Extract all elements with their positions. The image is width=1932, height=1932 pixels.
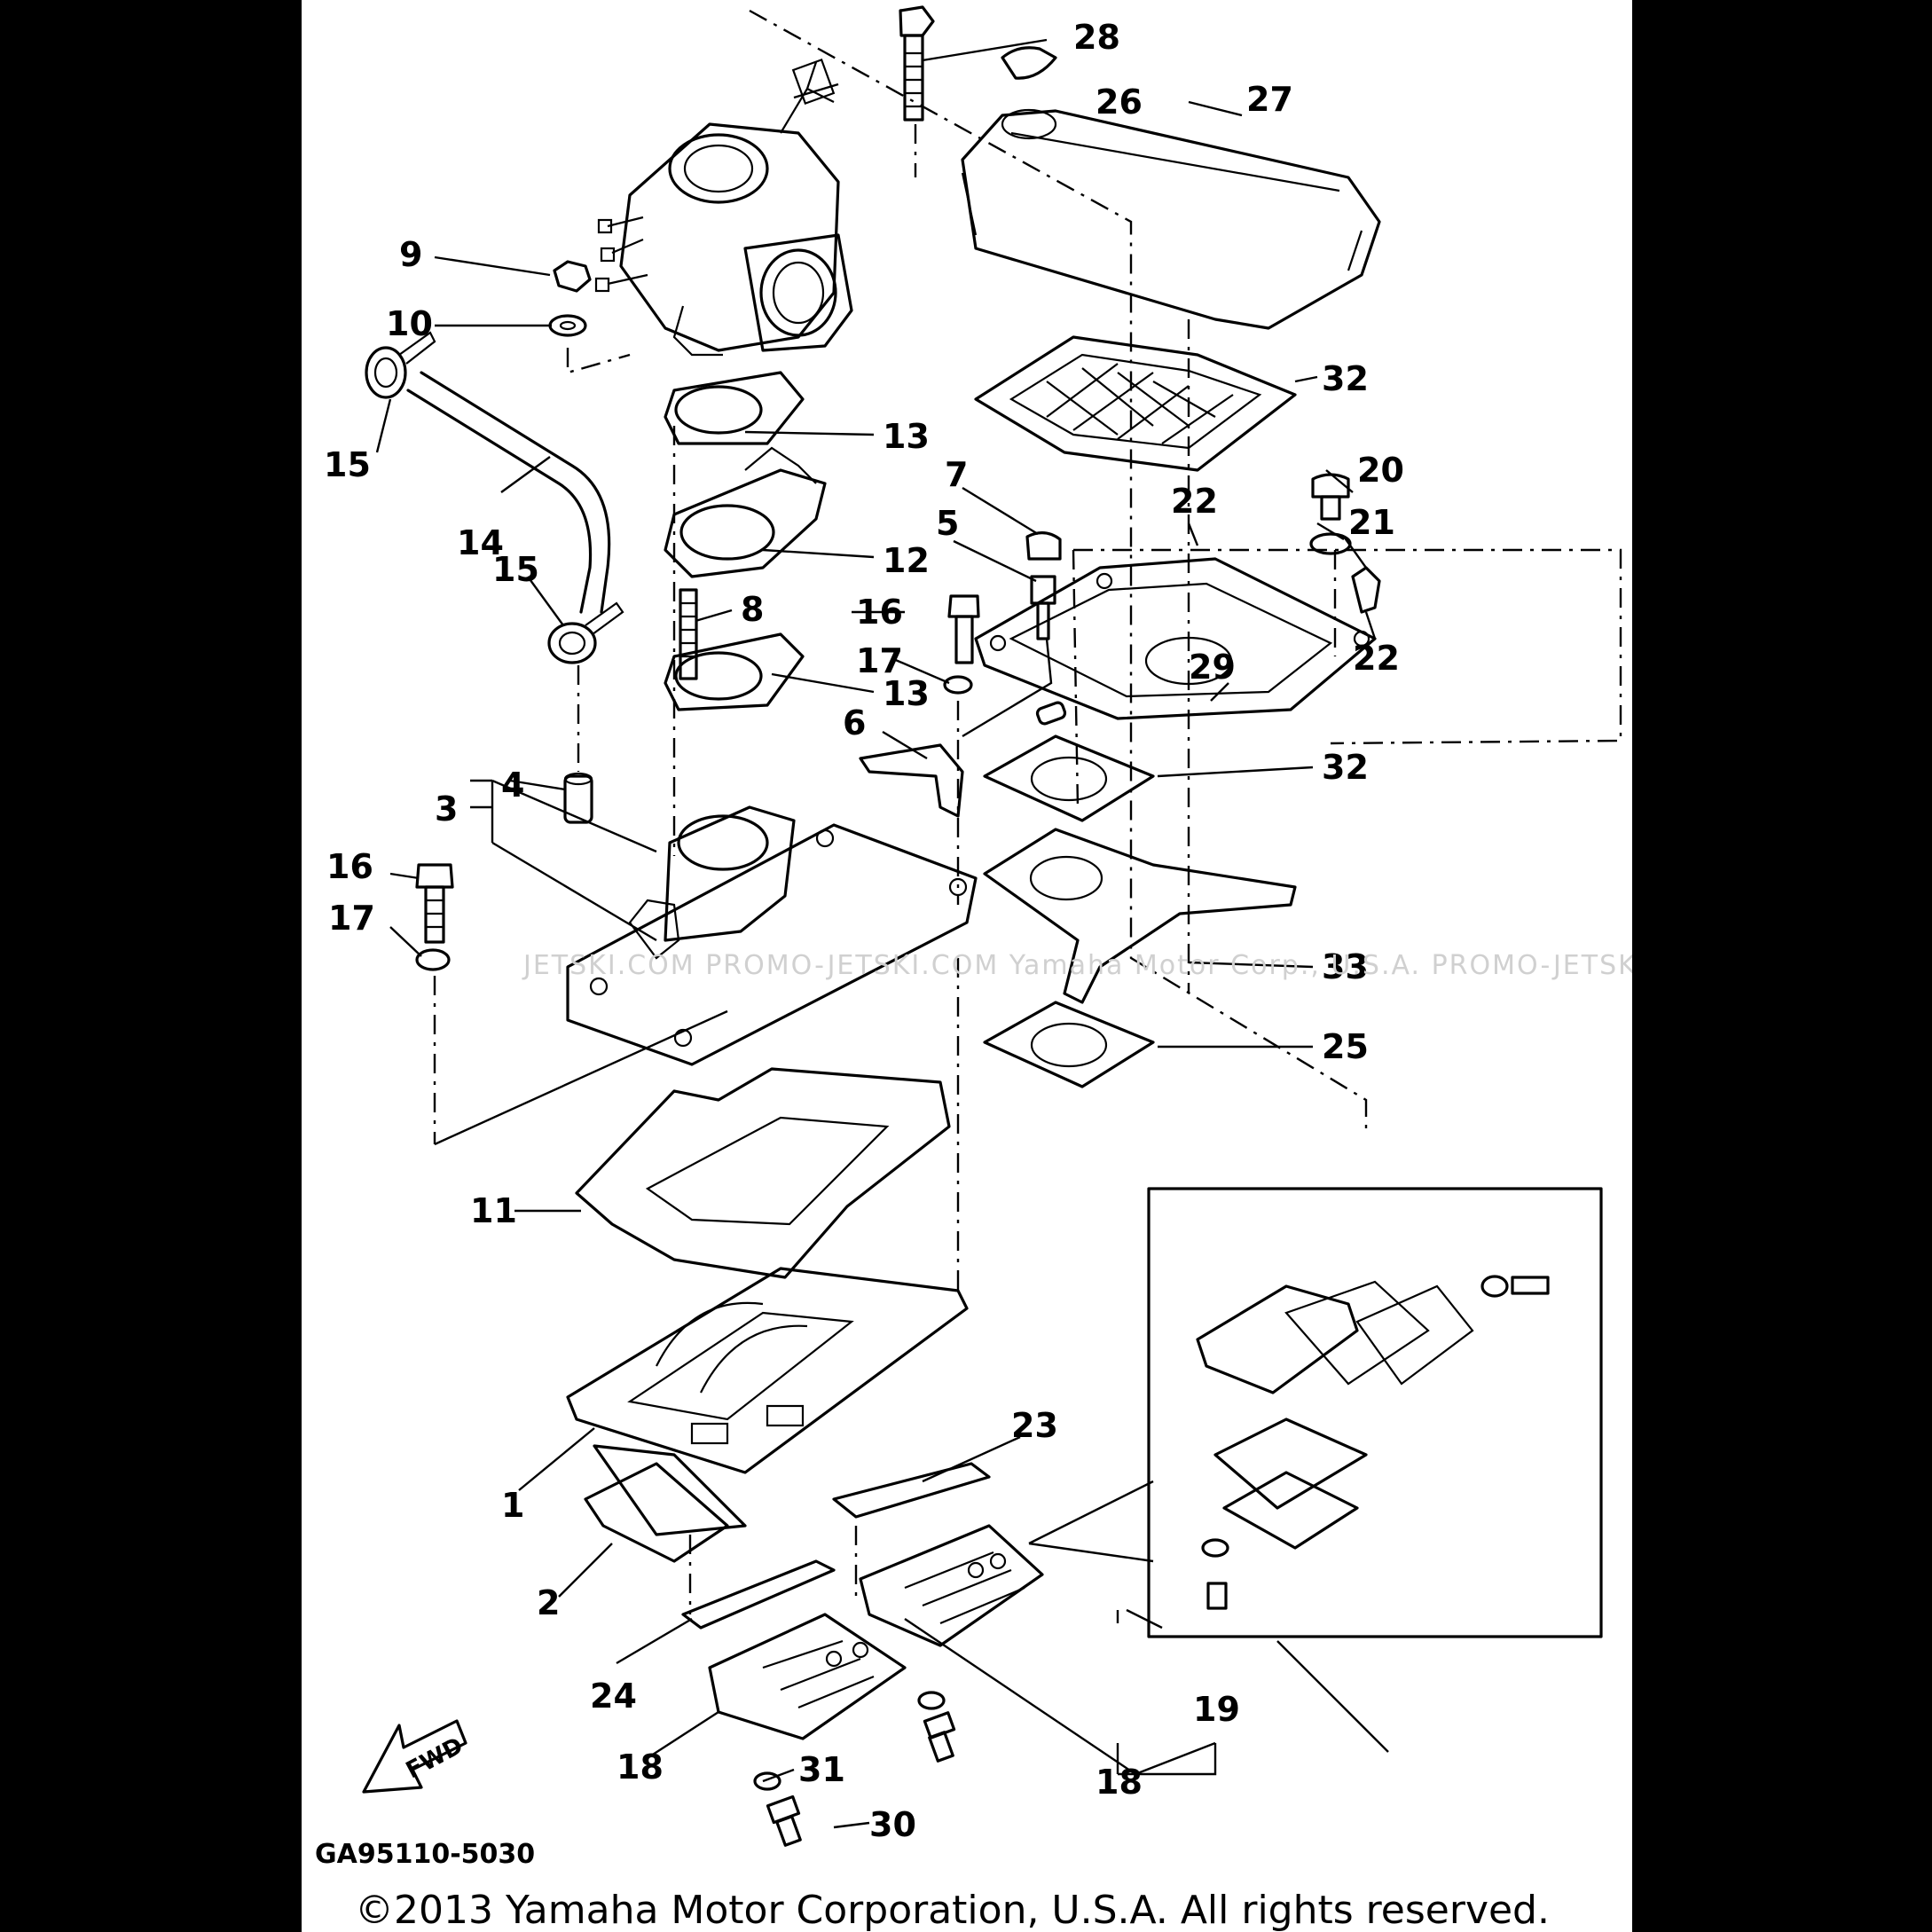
callout-9: 9	[399, 235, 422, 274]
gasket-13-lower	[664, 632, 805, 711]
callout-22-right: 23	[1011, 1406, 1058, 1445]
gasket-2	[584, 1462, 729, 1563]
callout-3: 3	[435, 789, 458, 829]
nut-9	[553, 260, 592, 293]
washer-31-right	[917, 1691, 946, 1710]
washer-17-left	[415, 948, 451, 971]
watermark: JETSKI.COM PROMO-JETSKI.COM Yamaha Motor…	[522, 950, 1632, 981]
reed-valve-body-1	[566, 1267, 969, 1536]
callout-12: 12	[883, 541, 930, 580]
bolt-16-right	[947, 594, 980, 664]
sensor-5	[1030, 575, 1056, 640]
callout-14: 14	[457, 523, 504, 562]
callout-1: 1	[501, 1486, 524, 1525]
filter-29	[974, 335, 1297, 472]
bolt-23	[899, 5, 935, 122]
stud-8	[679, 588, 698, 680]
callout-13-lower: 13	[883, 674, 930, 713]
callout-11: 11	[470, 1191, 517, 1230]
callout-13-upper: 13	[883, 417, 930, 456]
hose-14	[406, 371, 611, 614]
gasket-32-lower	[983, 1001, 1155, 1088]
washer-17-right	[943, 675, 973, 695]
alignment-lines	[433, 9, 1622, 1614]
callout-33: 33	[1322, 947, 1369, 986]
bolt-30-left	[766, 1795, 802, 1847]
fwd-arrow-icon	[362, 1719, 467, 1794]
fwd-label: FWD	[402, 1732, 467, 1784]
callout-27: 22	[1353, 639, 1400, 678]
washer-10	[548, 314, 587, 337]
parts-diagram-sheet: FWD	[302, 0, 1632, 1932]
gasket-22-left	[681, 1559, 836, 1630]
callout-2: 2	[537, 1583, 560, 1622]
callout-7: 7	[945, 455, 968, 494]
callout-6: 6	[843, 703, 866, 742]
callout-17-right: 17	[856, 641, 903, 680]
callout-25: 28	[1073, 18, 1120, 57]
fitting-4	[563, 772, 593, 824]
washer-31-left	[753, 1771, 781, 1791]
callout-32-upper: 32	[1322, 748, 1369, 787]
airbox-base-26	[974, 557, 1377, 720]
callout-31: 31	[798, 1750, 845, 1789]
callout-29: 32	[1322, 359, 1369, 398]
callout-4: 4	[501, 766, 524, 805]
gasket-13-upper	[664, 371, 805, 445]
reed-detail-inset-19	[1147, 1187, 1603, 1638]
plug-28	[1035, 701, 1067, 726]
reed-assembly-18-right	[859, 1524, 1044, 1647]
copyright-notice: ©2013 Yamaha Motor Corporation, U.S.A. A…	[355, 1888, 1550, 1932]
reed-assembly-18-left	[708, 1613, 907, 1740]
airbox-cover-24	[961, 108, 1381, 330]
bolt-20	[1311, 473, 1350, 521]
callout-21: 21	[1348, 503, 1395, 542]
bracket-6	[859, 743, 964, 818]
callout-26: 22	[1171, 482, 1218, 521]
callout-24: 27	[1246, 80, 1293, 119]
callout-5: 5	[936, 504, 959, 543]
carburetor-drawing	[594, 58, 853, 357]
bolt-16-left	[415, 863, 454, 944]
callout-15-lower: 15	[492, 550, 539, 589]
callout-16-left: 16	[326, 847, 373, 886]
bolt-30-right	[923, 1711, 956, 1763]
clamp-15-upper	[365, 331, 436, 399]
callout-15-upper: 15	[324, 445, 371, 484]
callout-32-lower: 25	[1322, 1027, 1369, 1066]
callout-16-right: 16	[856, 593, 903, 632]
gasket-22-right	[832, 1462, 991, 1519]
callout-22-left: 24	[590, 1677, 637, 1716]
fitting-27	[1351, 566, 1381, 614]
gasket-32-upper	[983, 734, 1155, 822]
callout-10: 10	[386, 304, 433, 343]
drawing-code: GA95110-5030	[315, 1839, 535, 1870]
callout-17-left: 17	[328, 899, 375, 938]
callout-18-right: 18	[1096, 1763, 1143, 1802]
callout-30: 30	[869, 1805, 916, 1844]
callout-18-left: 18	[617, 1747, 664, 1787]
callout-8: 8	[741, 590, 764, 629]
leader-lines	[375, 38, 1389, 1829]
clip-25	[1001, 46, 1057, 80]
exploded-parts-drawing: FWD	[315, 5, 1632, 1932]
callout-28: 29	[1189, 648, 1236, 687]
callout-23: 26	[1096, 82, 1143, 122]
bracket-33	[983, 828, 1297, 1004]
intake-manifold-3	[566, 805, 978, 1066]
callout-20: 20	[1357, 451, 1404, 490]
clamp-15-lower	[547, 601, 624, 664]
callout-19: 19	[1193, 1690, 1240, 1729]
cap-7	[1025, 531, 1062, 561]
gasket-11	[575, 1067, 951, 1279]
plate-12	[664, 446, 827, 578]
